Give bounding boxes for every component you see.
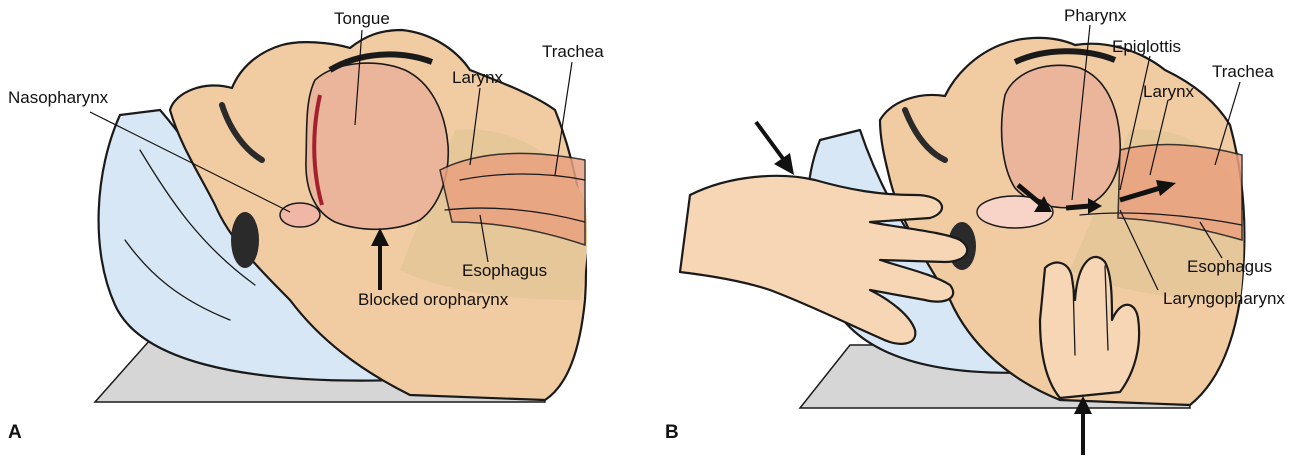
panel-label-b: B [665,422,679,443]
panel-label-a: A [8,422,22,443]
label-nasopharynx: Nasopharynx [8,88,109,107]
push-arrow-head-icon [774,153,794,175]
label-esophagus: Esophagus [462,261,547,280]
label-blocked-oropharynx: Blocked oropharynx [358,290,509,309]
nasopharynx-cavity [280,203,320,227]
label-tongue: Tongue [334,9,390,28]
hair-shadow [231,212,259,268]
panel-a: Tongue Larynx Trachea Nasopharynx Esopha… [8,9,604,443]
label-trachea: Trachea [1212,62,1274,81]
label-laryngopharynx: Laryngopharynx [1163,289,1285,308]
label-epiglottis: Epiglottis [1112,37,1181,56]
label-trachea: Trachea [542,42,604,61]
label-esophagus: Esophagus [1187,257,1272,276]
airflow-arrow-icon [1066,206,1090,208]
push-arrow-icon [756,122,784,160]
label-larynx: Larynx [1143,82,1195,101]
label-pharynx: Pharynx [1064,6,1127,25]
tongue [306,63,448,229]
label-larynx: Larynx [452,68,504,87]
panel-b: Pharynx Epiglottis Larynx Trachea Esopha… [665,6,1285,455]
